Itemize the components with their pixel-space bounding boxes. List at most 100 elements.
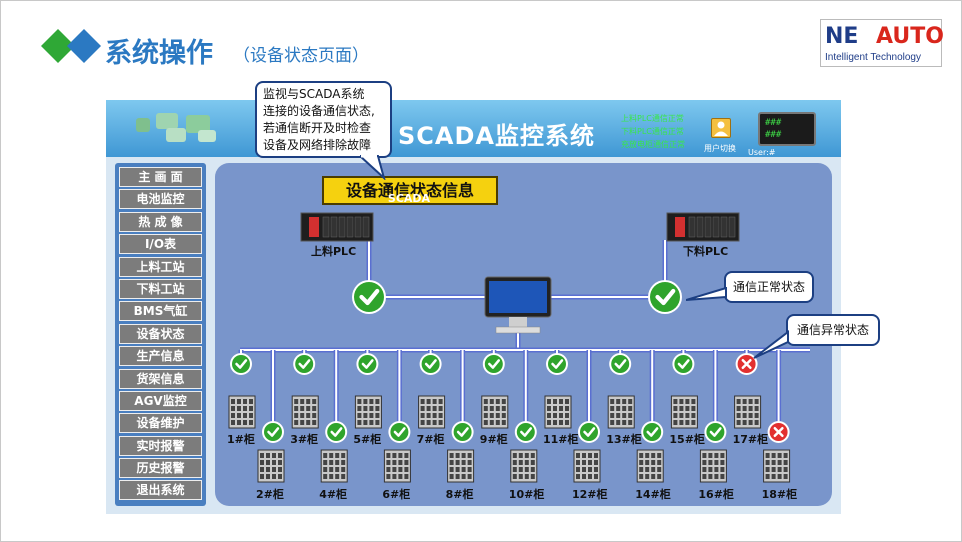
- cabinet-18-status-icon: [767, 421, 790, 443]
- cabinet-12-status-icon: [578, 421, 600, 443]
- cabinet-14-label: 14#柜: [635, 488, 671, 501]
- menu-history-alarm[interactable]: 历史报警: [119, 458, 202, 479]
- scada-monitor-icon: [484, 276, 552, 334]
- header-banner: SCADA监控系统 上料PLC通信正常 下料PLC通信正常 充放电柜通信正常 用…: [106, 100, 841, 157]
- menu-bms[interactable]: BMS气缸: [119, 301, 202, 322]
- cabinet-5-status-icon: [356, 353, 379, 375]
- cabinet-17-icon: [734, 395, 762, 429]
- cabinet-8-icon: [447, 449, 475, 483]
- cabinet-15-label: 15#柜: [669, 433, 705, 446]
- cabinet-1-label: 1#柜: [227, 433, 255, 446]
- menu-exit[interactable]: 退出系统: [119, 480, 202, 501]
- menu-realtime-alarm[interactable]: 实时报警: [119, 435, 202, 456]
- status-charge-cabinet: 充放电柜通信正常: [621, 140, 685, 149]
- cabinet-5-label: 5#柜: [353, 433, 382, 446]
- abnormal-state-callout: 通信异常状态: [786, 314, 880, 346]
- cabinet-13-status-icon: [609, 353, 632, 375]
- menu-unloading[interactable]: 下料工站: [119, 278, 202, 299]
- cabinet-1-status-icon: [230, 353, 252, 375]
- cabinet-3-label: 3#柜: [290, 433, 319, 446]
- cabinet-18-label: 18#柜: [761, 488, 798, 501]
- normal-callout-pointer: [686, 287, 727, 301]
- cabinet-18-icon: [763, 449, 791, 483]
- cabinet-2-status-icon: [262, 421, 284, 443]
- cabinet-15-status-icon: [672, 353, 695, 375]
- cabinet-8-label: 8#柜: [445, 488, 474, 501]
- menu-io[interactable]: I/O表: [119, 234, 202, 255]
- cabinet-17-status-icon: [735, 353, 758, 375]
- cabinet-10-status-icon: [514, 421, 537, 443]
- user-monitor: ### ###: [758, 112, 816, 146]
- system-title: SCADA监控系统: [398, 122, 595, 150]
- panel-heading: 设备通信状态信息: [322, 176, 498, 205]
- slide-title: 系统操作: [105, 38, 213, 69]
- sidebar-menu: 主 画 面 电池监控 热 成 像 I/O表 上料工站 下料工站 BMS气缸 设备…: [115, 163, 206, 506]
- status-lower-plc: 下料PLC通信正常: [621, 127, 684, 136]
- menu-main[interactable]: 主 画 面: [119, 167, 202, 187]
- cabinet-4-status-icon: [325, 421, 348, 443]
- user-field: User:#: [748, 148, 776, 157]
- upper-plc-label: 上料PLC: [311, 245, 357, 258]
- abnormal-callout-pointer: [753, 330, 789, 359]
- blurred-logo: [136, 118, 150, 132]
- cabinet-11-label: 11#柜: [543, 433, 579, 446]
- company-logo: NE AUTO Intelligent Technology: [820, 19, 944, 67]
- normal-state-callout: 通信正常状态: [724, 271, 814, 303]
- description-callout: 监视与SCADA系统 连接的设备通信状态, 若通信断开及时检查 设备及网络排除故…: [255, 81, 392, 158]
- lower-plc-label: 下料PLC: [683, 245, 729, 258]
- cabinet-3-icon: [291, 395, 319, 429]
- cabinet-11-status-icon: [546, 353, 568, 375]
- cabinet-13-label: 13#柜: [606, 433, 642, 446]
- cabinet-2-icon: [257, 449, 285, 483]
- lower-plc-status-icon: [648, 280, 682, 314]
- cabinet-16-status-icon: [704, 421, 727, 443]
- menu-maintenance[interactable]: 设备维护: [119, 413, 202, 434]
- cabinet-7-label: 7#柜: [416, 433, 445, 446]
- callout-pointer: [360, 154, 386, 180]
- cabinet-5-icon: [354, 395, 382, 429]
- cabinet-9-icon: [481, 395, 509, 429]
- cabinet-12-icon: [573, 449, 601, 483]
- user-switch-label[interactable]: 用户切换: [704, 144, 736, 153]
- cabinet-6-icon: [383, 449, 411, 483]
- cabinet-14-status-icon: [641, 421, 664, 443]
- cabinet-3-status-icon: [293, 353, 316, 375]
- cabinet-16-label: 16#柜: [698, 488, 734, 501]
- menu-shelf[interactable]: 货架信息: [119, 368, 202, 389]
- cabinet-6-status-icon: [388, 421, 411, 443]
- cabinet-6-label: 6#柜: [382, 488, 411, 501]
- cabinet-2-label: 2#柜: [256, 488, 284, 501]
- slide-subtitle: （设备状态页面）: [233, 46, 369, 66]
- menu-battery[interactable]: 电池监控: [119, 189, 202, 210]
- cabinet-10-label: 10#柜: [508, 488, 545, 501]
- status-upper-plc: 上料PLC通信正常: [621, 114, 684, 123]
- cabinet-14-icon: [636, 449, 664, 483]
- cabinet-17-label: 17#柜: [732, 433, 769, 446]
- cabinet-10-icon: [510, 449, 538, 483]
- menu-thermal[interactable]: 热 成 像: [119, 211, 202, 232]
- cabinet-9-label: 9#柜: [479, 433, 508, 446]
- cabinet-16-icon: [699, 449, 727, 483]
- cabinet-12-label: 12#柜: [572, 488, 608, 501]
- menu-loading[interactable]: 上料工站: [119, 256, 202, 277]
- menu-production[interactable]: 生产信息: [119, 346, 202, 367]
- menu-device-status[interactable]: 设备状态: [119, 323, 202, 344]
- cabinet-1-icon: [228, 395, 256, 429]
- upper-plc-status-icon: [352, 280, 386, 314]
- cabinet-15-icon: [670, 395, 698, 429]
- menu-agv[interactable]: AGV监控: [119, 390, 202, 411]
- cabinet-4-icon: [320, 449, 348, 483]
- cabinet-13-icon: [607, 395, 635, 429]
- cabinet-7-status-icon: [419, 353, 442, 375]
- cabinet-9-status-icon: [482, 353, 505, 375]
- cabinet-4-label: 4#柜: [319, 488, 348, 501]
- cabinet-11-icon: [544, 395, 572, 429]
- slide-logo-icon: [41, 29, 101, 63]
- user-switch-icon[interactable]: [711, 118, 731, 138]
- scada-label: SCADA: [387, 192, 431, 205]
- lower-plc-icon: [666, 212, 740, 242]
- cabinet-8-status-icon: [451, 421, 474, 443]
- upper-plc-icon: [300, 212, 374, 242]
